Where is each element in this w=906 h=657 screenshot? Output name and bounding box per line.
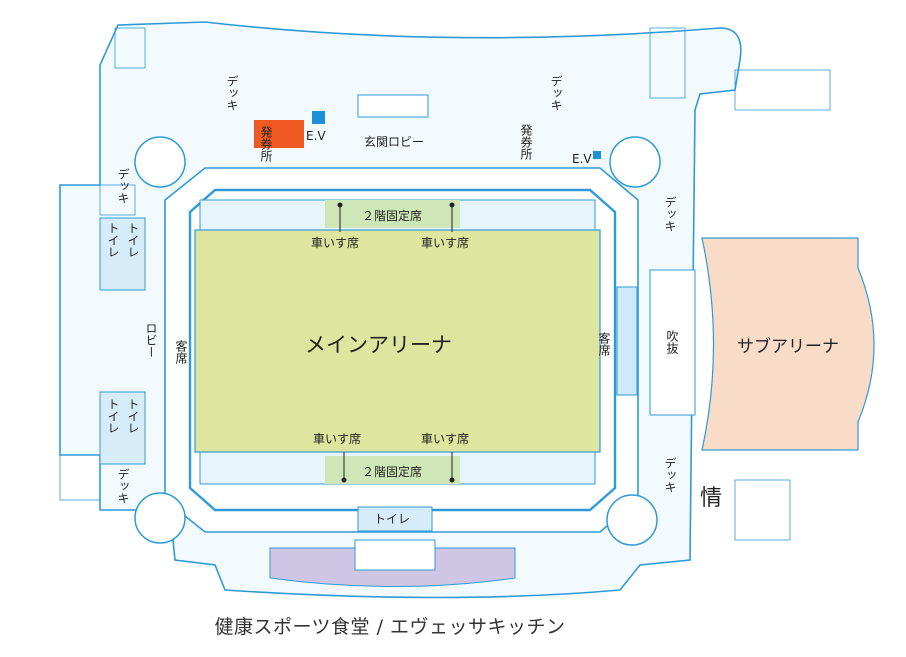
stair-tower-nw [134, 136, 186, 188]
seats-left-label: 客席 [174, 339, 188, 364]
deck-hatching [59, 27, 831, 541]
fixed-seats-bottom-label: ２階固定席 [362, 464, 422, 479]
toilet-label-ul-b: トイレ [126, 222, 140, 258]
entrance-lobby-label: 玄関ロビー [364, 134, 424, 149]
sub-arena[interactable] [701, 237, 875, 451]
wheelchair-label-tl: 車いす席 [311, 235, 359, 250]
main-arena-label: メインアリーナ [305, 333, 452, 357]
wheelchair-label-br: 車いす席 [421, 431, 469, 446]
deck-label-e: デッキ [663, 196, 677, 232]
deck-label-se: デッキ [663, 457, 677, 493]
stair-tower-ne [609, 136, 661, 188]
seats-right-label: 客席 [597, 331, 611, 356]
toilet-label-ul-a: トイレ [106, 222, 120, 258]
fixed-seats-band-bottom [199, 451, 596, 485]
ev-marker-left [312, 111, 325, 124]
ev-label-left: E.V [306, 129, 326, 143]
ticket-office[interactable] [254, 120, 304, 148]
atrium [649, 269, 696, 416]
wheelchair-label-bl: 車いす席 [313, 431, 361, 446]
fixed-seats-band-top [199, 199, 596, 231]
lobby-left-label: ロビー [144, 322, 158, 358]
ticket-office-label-left: 発券所 [259, 126, 273, 162]
side-seats-right [616, 286, 638, 396]
deck-label-nw: デッキ [225, 75, 239, 111]
deck-label-w: デッキ [116, 168, 130, 204]
toilet-bottom-label: トイレ [374, 512, 410, 526]
toilet-label-ll-b: トイレ [126, 398, 140, 434]
stair-tower-se [606, 494, 658, 546]
atrium-label: 吹抜 [665, 330, 679, 355]
main-arena[interactable] [194, 229, 601, 453]
toilet-block-lower-left [99, 391, 146, 465]
ev-marker-right [593, 151, 601, 159]
stair-tower-sw [134, 492, 186, 544]
toilet-block-upper-left [99, 217, 146, 291]
wheelchair-label-tr: 車いす席 [421, 235, 469, 250]
deck-label-n: デッキ [549, 75, 563, 111]
entrance-lobby-box [357, 94, 429, 118]
info-label: 情 [700, 486, 722, 511]
ev-label-right: E.V [572, 152, 592, 166]
deck-label-sw: デッキ [116, 468, 130, 504]
toilet-bottom [357, 506, 433, 532]
toilet-label-ll-a: トイレ [106, 398, 120, 434]
ticket-office-label-right: 発券所 [519, 124, 533, 160]
fixed-seats-top-label: ２階固定席 [362, 208, 422, 223]
restaurant-caption: 健康スポーツ食堂 / エヴェッサキッチン [214, 616, 566, 638]
sub-arena-label: サブアリーナ [737, 336, 839, 357]
